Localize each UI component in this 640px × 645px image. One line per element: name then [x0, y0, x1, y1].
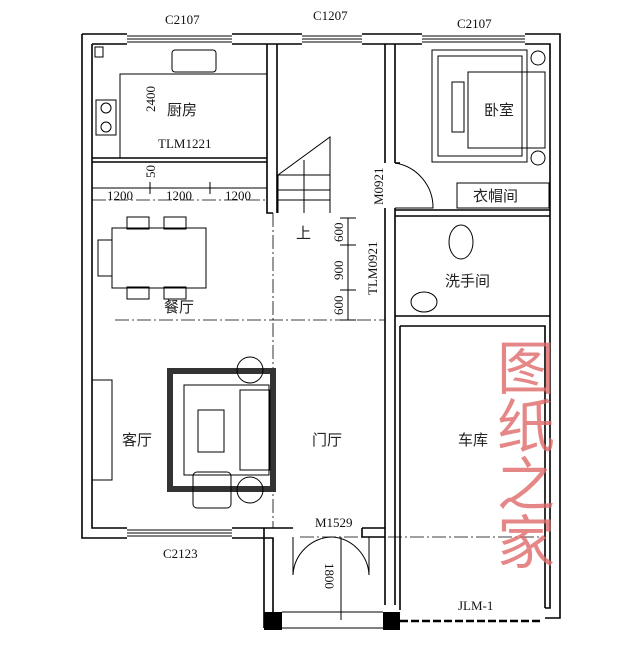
- watermark: 图纸之家: [487, 338, 555, 570]
- door-label: JLM-1: [458, 598, 493, 613]
- room-living: 客厅: [122, 431, 152, 449]
- walls: [81, 33, 561, 630]
- room-bedroom: 卧室: [484, 101, 514, 119]
- room-kitchen: 厨房: [167, 101, 197, 119]
- dimension-label: 1800: [322, 563, 337, 589]
- room-bathroom: 洗手间: [445, 272, 490, 290]
- door-label: M0921: [371, 167, 386, 205]
- room-dining: 餐厅: [164, 298, 194, 316]
- dimension-label: 1200: [107, 188, 133, 203]
- door-label: TLM1221: [158, 136, 211, 151]
- dimension-label: 2400: [143, 86, 158, 112]
- room-closet: 衣帽间: [473, 187, 518, 205]
- window-label: C2107: [165, 12, 200, 27]
- door-label: M1529: [315, 515, 353, 530]
- dimension-label: 50: [143, 165, 158, 178]
- dimension-lines: [92, 182, 356, 620]
- room-foyer: 门厅: [312, 431, 342, 449]
- stair-up-label: 上: [296, 224, 311, 242]
- dimension-label: 600: [331, 296, 346, 316]
- room-garage: 车库: [458, 431, 488, 449]
- svg-text:图纸之家: 图纸之家: [487, 338, 555, 570]
- dimension-label: 1200: [166, 188, 192, 203]
- window-label: C2123: [163, 546, 198, 561]
- window-label: C2107: [457, 16, 492, 31]
- dimension-label: 1200: [225, 188, 251, 203]
- door-label: TLM0921: [365, 242, 380, 295]
- dimension-label: 600: [331, 223, 346, 243]
- dimension-label: 900: [331, 261, 346, 281]
- window-label: C1207: [313, 8, 348, 23]
